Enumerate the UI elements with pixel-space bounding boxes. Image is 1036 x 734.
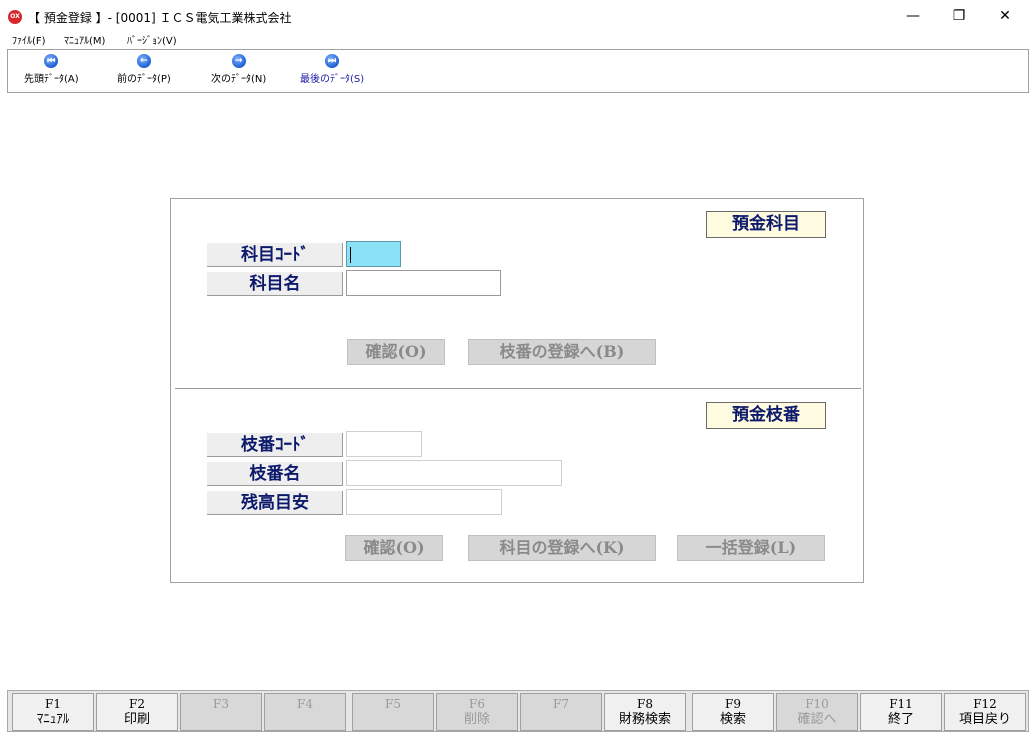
- branch-name-label: 枝番名: [205, 460, 343, 486]
- first-record-label: 先頭ﾃﾞｰﾀ(A): [24, 74, 79, 85]
- branch-code-label: 枝番ｺｰﾄﾞ: [205, 431, 343, 457]
- close-icon: ✕: [999, 8, 1011, 24]
- f2-key[interactable]: F2 印刷: [96, 693, 178, 731]
- f6-key[interactable]: F6 削除: [436, 693, 518, 731]
- f11-key-label: 終了: [887, 712, 914, 727]
- branch-register-button[interactable]: 枝番の登録へ(B): [468, 339, 656, 365]
- bulk-register-button[interactable]: 一括登録(L): [677, 535, 825, 561]
- deposit-registration-panel: 預金科目 科目ｺｰﾄﾞ 科目名 確認(O) 枝番の登録へ(B) 預金枝番 枝番ｺ…: [170, 198, 864, 583]
- previous-record-icon: ←: [136, 54, 151, 68]
- app-icon: OX: [8, 10, 22, 24]
- f12-key-name: F12: [973, 697, 997, 711]
- record-navigation-toolbar: ⏮ 先頭ﾃﾞｰﾀ(A) ← 前のﾃﾞｰﾀ(P) → 次のﾃﾞｰﾀ(N) ⏭ 最後…: [7, 49, 1029, 93]
- title-bar: OX 【 預金登録 】- [0001] ＩＣＳ電気工業株式会社 — ❐ ✕: [0, 0, 1036, 32]
- menu-version[interactable]: ﾊﾞｰｼﾞｮﾝ(V): [127, 36, 177, 47]
- f10-key[interactable]: F10 確認へ: [776, 693, 858, 731]
- f5-key-name: F5: [385, 697, 401, 711]
- f7-key[interactable]: F7: [520, 693, 602, 731]
- previous-record-button[interactable]: ← 前のﾃﾞｰﾀ(P): [117, 54, 171, 85]
- menu-manual[interactable]: ﾏﾆｭｱﾙ(M): [64, 36, 106, 47]
- balance-guide-input[interactable]: [346, 489, 502, 515]
- f2-key-label: 印刷: [123, 712, 150, 727]
- maximize-button[interactable]: ❐: [936, 0, 982, 32]
- branch-confirm-button[interactable]: 確認(O): [345, 535, 443, 561]
- balance-guide-label: 残高目安: [205, 489, 343, 515]
- minimize-button[interactable]: —: [890, 0, 936, 32]
- menu-file[interactable]: ﾌｧｲﾙ(F): [12, 36, 46, 47]
- f8-key[interactable]: F8 財務検索: [604, 693, 686, 731]
- f9-key-name: F9: [725, 697, 741, 711]
- minimize-icon: —: [906, 8, 920, 24]
- f10-key-label: 確認へ: [797, 712, 837, 727]
- menu-bar: ﾌｧｲﾙ(F) ﾏﾆｭｱﾙ(M) ﾊﾞｰｼﾞｮﾝ(V): [0, 31, 1036, 49]
- first-record-icon: ⏮: [44, 54, 59, 68]
- first-record-button[interactable]: ⏮ 先頭ﾃﾞｰﾀ(A): [24, 54, 79, 85]
- f3-key[interactable]: F3: [180, 693, 262, 731]
- branch-name-input[interactable]: [346, 460, 562, 486]
- next-record-button[interactable]: → 次のﾃﾞｰﾀ(N): [211, 54, 266, 85]
- text-cursor: [350, 247, 351, 263]
- f4-key[interactable]: F4: [264, 693, 346, 731]
- f8-key-name: F8: [637, 697, 653, 711]
- f1-key-name: F1: [45, 697, 61, 711]
- f8-key-label: 財務検索: [618, 712, 671, 727]
- f4-key-name: F4: [297, 697, 313, 711]
- account-code-input[interactable]: [346, 241, 401, 267]
- f12-key[interactable]: F12 項目戻り: [944, 693, 1026, 731]
- f1-key-label: ﾏﾆｭｱﾙ: [36, 712, 70, 727]
- f9-key-label: 検索: [719, 712, 746, 727]
- f7-key-name: F7: [553, 697, 569, 711]
- f1-key[interactable]: F1 ﾏﾆｭｱﾙ: [12, 693, 94, 731]
- branch-section-title: 預金枝番: [706, 402, 826, 429]
- next-record-icon: →: [231, 54, 246, 68]
- previous-record-label: 前のﾃﾞｰﾀ(P): [117, 74, 171, 85]
- section-divider: [175, 388, 861, 389]
- f6-key-name: F6: [469, 697, 485, 711]
- f2-key-name: F2: [129, 697, 145, 711]
- account-code-label: 科目ｺｰﾄﾞ: [205, 241, 343, 267]
- close-button[interactable]: ✕: [982, 0, 1028, 32]
- restore-icon: ❐: [952, 8, 966, 24]
- f12-key-label: 項目戻り: [958, 712, 1011, 727]
- next-record-label: 次のﾃﾞｰﾀ(N): [211, 74, 267, 85]
- account-name-label: 科目名: [205, 270, 343, 296]
- account-register-button[interactable]: 科目の登録へ(K): [468, 535, 656, 561]
- last-record-icon: ⏭: [325, 54, 340, 68]
- f11-key[interactable]: F11 終了: [860, 693, 942, 731]
- f6-key-label: 削除: [463, 712, 490, 727]
- f3-key-name: F3: [213, 697, 229, 711]
- account-confirm-button[interactable]: 確認(O): [347, 339, 445, 365]
- f10-key-name: F10: [805, 697, 829, 711]
- window-title: 【 預金登録 】- [0001] ＩＣＳ電気工業株式会社: [28, 11, 292, 25]
- account-section-title: 預金科目: [706, 211, 826, 238]
- branch-code-input[interactable]: [346, 431, 422, 457]
- f5-key[interactable]: F5: [352, 693, 434, 731]
- account-name-input[interactable]: [346, 270, 501, 296]
- last-record-button[interactable]: ⏭ 最後のﾃﾞｰﾀ(S): [300, 54, 364, 85]
- last-record-label: 最後のﾃﾞｰﾀ(S): [300, 74, 365, 85]
- f9-key[interactable]: F9 検索: [692, 693, 774, 731]
- f11-key-name: F11: [889, 697, 913, 711]
- function-key-bar: F1 ﾏﾆｭｱﾙ F2 印刷 F3 F4 F5 F6 削除 F7 F8 財務検索…: [7, 690, 1029, 732]
